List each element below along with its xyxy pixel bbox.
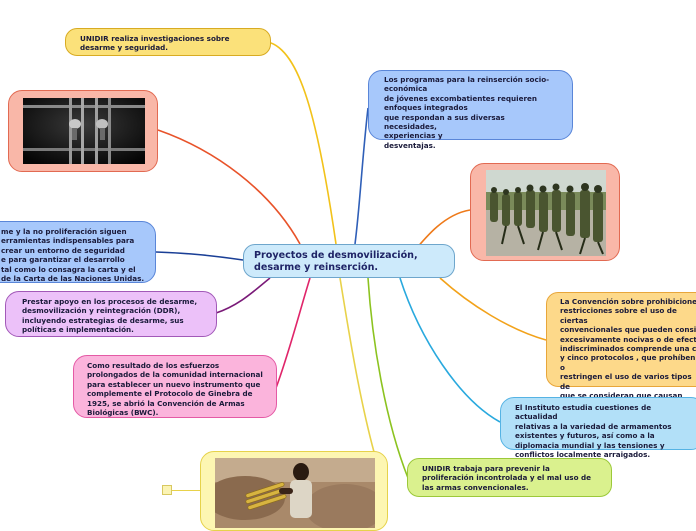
image-node-child[interactable] xyxy=(200,451,388,531)
node-unidir-proliferation-text: UNIDIR trabaja para prevenir la prolifer… xyxy=(422,464,592,492)
branch-ddr xyxy=(215,277,271,314)
node-ddr-support-text: Prestar apoyo en los procesos de desarme… xyxy=(22,297,198,335)
node-bwc-text: Como resultado de los esfuerzos prolonga… xyxy=(87,361,263,418)
branch-disarmament-tools xyxy=(155,251,244,261)
node-unidir-proliferation[interactable]: UNIDIR trabaja para prevenir la prolifer… xyxy=(407,458,612,497)
mind-map-canvas xyxy=(155,41,547,479)
branch-unidir-proliferation xyxy=(367,277,409,479)
central-topic-label: Proyectos de desmovilización, desarme y … xyxy=(254,250,418,273)
central-topic[interactable]: Proyectos de desmovilización, desarme y … xyxy=(243,244,455,278)
branch-reinsertion xyxy=(354,107,369,245)
child-with-ammunition-image xyxy=(215,458,375,528)
node-disarmament-tools[interactable]: me y la no proliferación siguen erramien… xyxy=(0,221,156,283)
node-disarmament-tools-text: me y la no proliferación siguen erramien… xyxy=(1,227,145,284)
collapse-handle-line xyxy=(172,490,200,491)
image-node-prison[interactable] xyxy=(8,90,158,172)
branch-prison-image xyxy=(157,129,301,245)
node-reinsertion-programs-text: Los programas para la reinserción socio-… xyxy=(384,75,550,150)
node-reinsertion-programs[interactable]: Los programas para la reinserción socio-… xyxy=(368,70,573,150)
node-convention[interactable]: La Convención sobre prohibiciones restri… xyxy=(546,292,696,428)
marching-soldiers-image xyxy=(486,170,606,256)
collapse-handle-icon[interactable] xyxy=(162,485,172,495)
branch-bwc xyxy=(275,277,311,389)
prison-bars-image xyxy=(23,98,145,164)
branch-unidir-research xyxy=(267,41,337,245)
node-ddr-support[interactable]: Prestar apoyo en los procesos de desarme… xyxy=(5,291,217,337)
node-institute[interactable]: El Instituto estudia cuestiones de actua… xyxy=(500,397,696,459)
node-institute-text: El Instituto estudia cuestiones de actua… xyxy=(515,403,672,460)
image-node-soldiers[interactable] xyxy=(470,163,620,261)
node-unidir-research[interactable]: UNIDIR realiza investigaciones sobre des… xyxy=(65,28,271,56)
branch-institute xyxy=(399,277,501,423)
branch-child-image xyxy=(339,277,375,453)
node-bwc[interactable]: Como resultado de los esfuerzos prolonga… xyxy=(73,355,277,418)
node-unidir-research-text: UNIDIR realiza investigaciones sobre des… xyxy=(80,34,230,53)
branch-convention xyxy=(439,277,547,341)
